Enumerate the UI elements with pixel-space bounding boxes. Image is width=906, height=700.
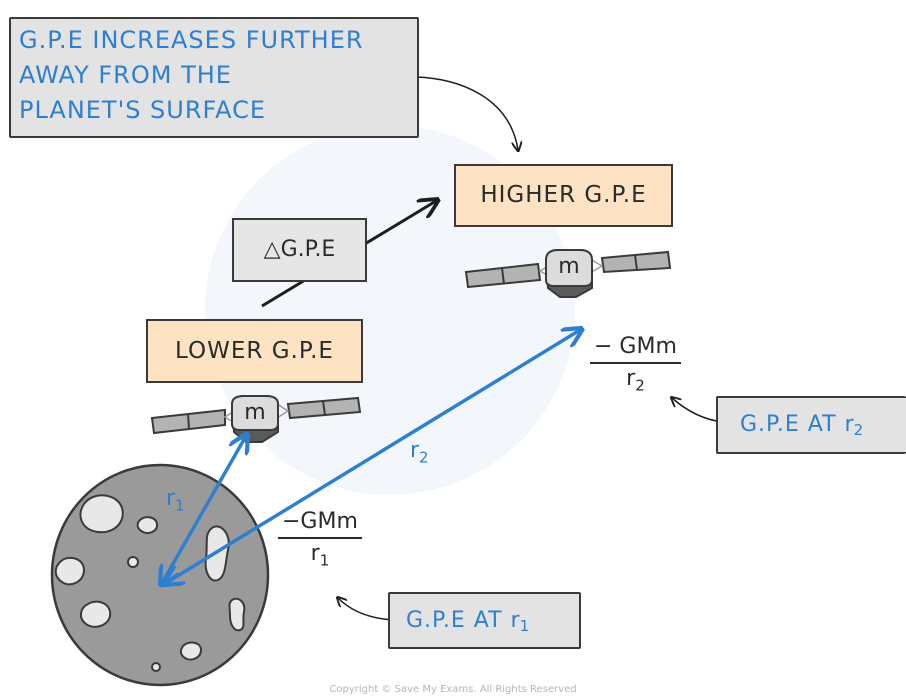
delta-gpe-label: △G.P.E [232, 218, 367, 282]
callout-line-2: AWAY FROM THE [19, 61, 232, 89]
tag-r1-sub: 1 [519, 617, 530, 636]
satellite-higher [464, 249, 672, 298]
higher-gpe-label: HIGHER G.P.E [454, 164, 673, 227]
delta-symbol: △ [263, 237, 281, 262]
lower-gpe-label: LOWER G.P.E [146, 319, 363, 383]
mass-label-lower: m [244, 400, 266, 425]
gpe-formula-r2: − GMm r2 [590, 334, 681, 394]
tag-r2-sub: 2 [853, 421, 864, 440]
mass-label-higher: m [558, 254, 580, 279]
r1-label: r1 [166, 486, 185, 514]
r2-arrow [166, 330, 580, 583]
higher-gpe-text: HIGHER G.P.E [480, 182, 647, 208]
formula-r1-den-symbol: r [310, 541, 320, 566]
formula-r2-numerator: − GMm [590, 334, 681, 364]
lower-gpe-text: LOWER G.P.E [175, 338, 334, 364]
formula-r1-numerator: −GMm [278, 509, 362, 539]
r2-symbol: r [410, 438, 420, 463]
r2-label: r2 [410, 438, 429, 466]
gpe-formula-r1: −GMm r1 [278, 509, 362, 569]
formula-r1-denominator: r1 [278, 539, 362, 569]
tag-r1-text: G.P.E AT [406, 608, 511, 633]
tag-r2-text: G.P.E AT [740, 412, 845, 437]
formula-r2-den-sub: 2 [635, 376, 645, 395]
tag-r1-symbol: r [510, 608, 520, 633]
tag-r2-symbol: r [844, 412, 854, 437]
copyright-notice: Copyright © Save My Exams. All Rights Re… [329, 684, 577, 695]
r2-subscript: 2 [419, 448, 429, 467]
formula-r2-den-symbol: r [626, 366, 636, 391]
tag-gpe-at-r1: G.P.E AT r1 [388, 592, 581, 649]
planet [50, 463, 270, 687]
callout-line-3: PLANET'S SURFACE [19, 96, 267, 124]
r1-subscript: 1 [175, 496, 185, 515]
tag-gpe-at-r2: G.P.E AT r2 [716, 396, 906, 454]
delta-gpe-text: G.P.E [280, 237, 336, 262]
callout-gpe-increases: G.P.E INCREASES FURTHER AWAY FROM THE PL… [9, 17, 419, 138]
callout-line-1: G.P.E INCREASES FURTHER [19, 26, 364, 54]
r1-symbol: r [166, 486, 176, 511]
formula-r2-denominator: r2 [590, 364, 681, 394]
formula-r1-den-sub: 1 [319, 551, 330, 570]
